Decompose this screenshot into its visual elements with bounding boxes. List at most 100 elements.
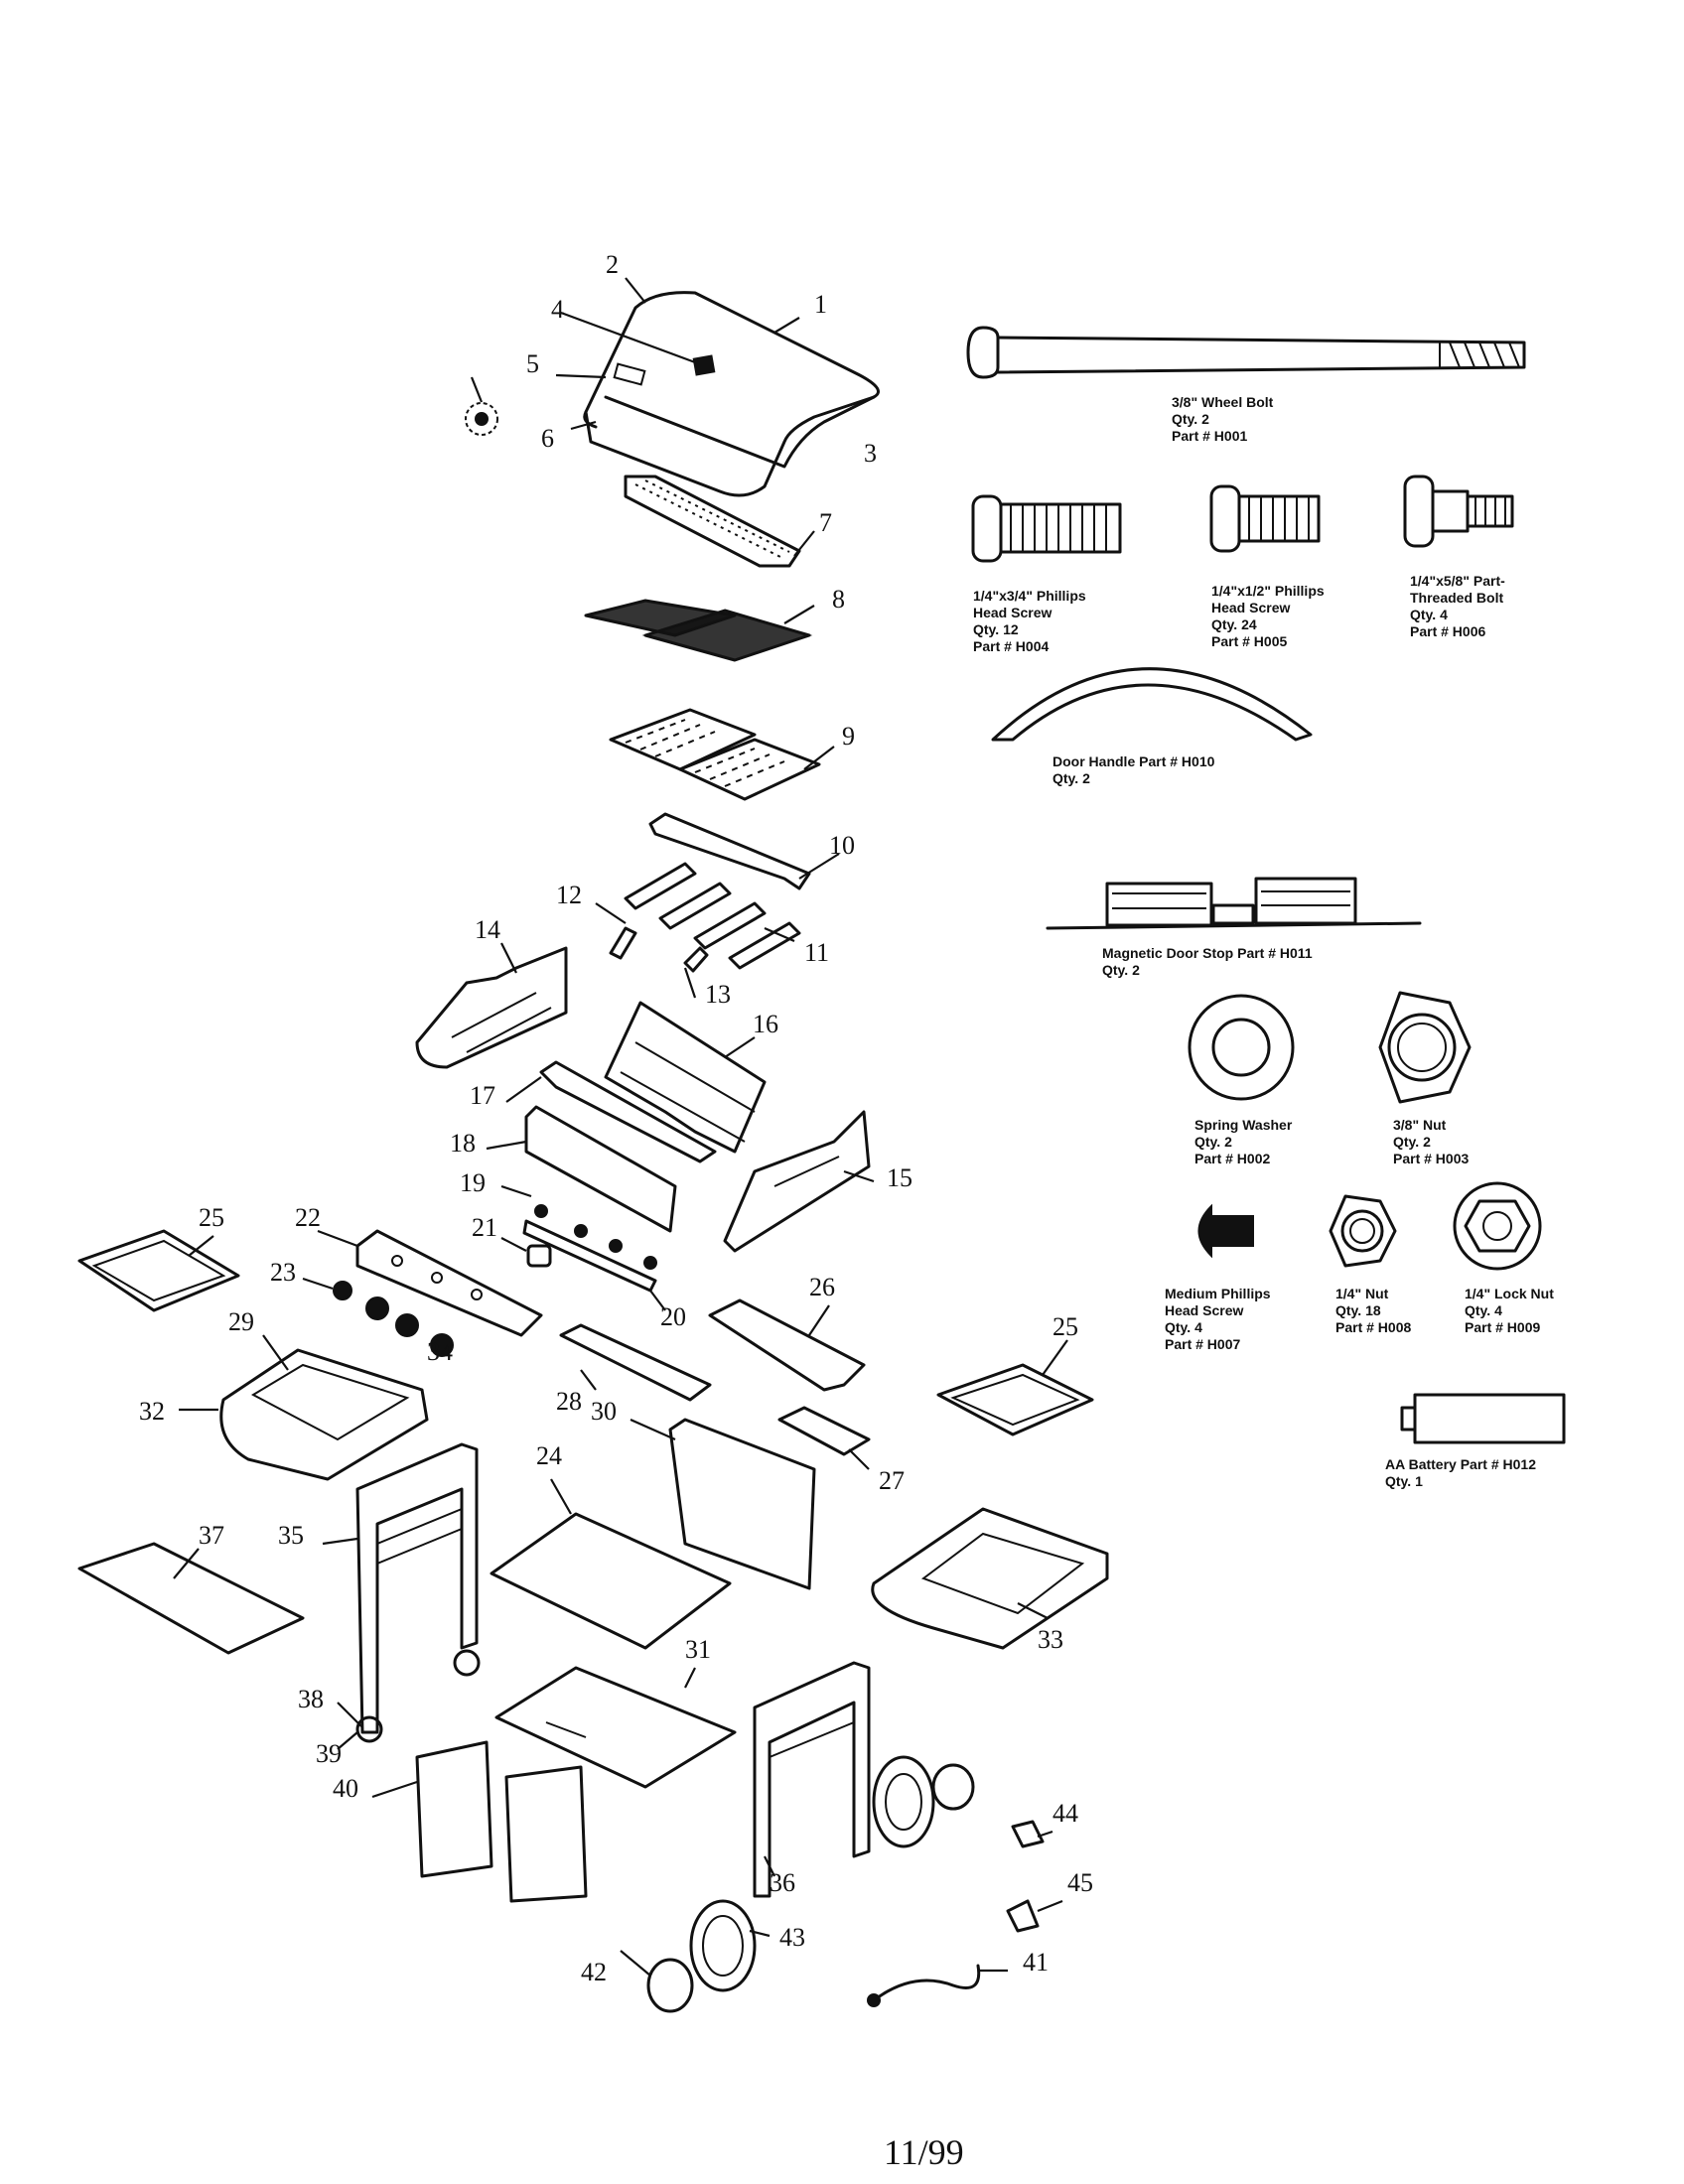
callout-6: 6 [541, 424, 554, 453]
nut-38-line: Qty. 2 [1393, 1134, 1431, 1150]
callout-23: 23 [270, 1258, 296, 1287]
phillips-12-line: Part # H005 [1211, 633, 1287, 649]
part-threaded-bolt-line: 1/4"x5/8" Part- [1410, 573, 1505, 589]
medium-screw-line: Part # H007 [1165, 1336, 1240, 1352]
caster-front [355, 1715, 383, 1743]
cooking-grids [584, 599, 813, 662]
door-handle-line: Qty. 2 [1052, 770, 1090, 786]
phillips-12-line: Head Screw [1211, 600, 1290, 615]
nut-14-line: Qty. 18 [1335, 1302, 1381, 1318]
nut-38-icon [1378, 991, 1472, 1104]
page-footer-date: 11/99 [884, 2132, 964, 2172]
callout-36: 36 [770, 1868, 795, 1897]
firebox-shield [604, 1001, 767, 1154]
spring-washer-line: Part # H002 [1194, 1151, 1270, 1166]
callout-44: 44 [1052, 1799, 1078, 1828]
burners [624, 862, 801, 970]
callout-20: 20 [660, 1302, 686, 1331]
cart-wheel [689, 1755, 935, 1992]
callout-11: 11 [804, 938, 829, 967]
tool-holder [77, 1542, 305, 1655]
phillips-12-line: 1/4"x1/2" Phillips [1211, 583, 1325, 599]
magnetic-door-stop-line: Magnetic Door Stop Part # H011 [1102, 945, 1313, 961]
callout-33: 33 [1038, 1625, 1063, 1654]
medium-screw-line: Medium Phillips [1165, 1286, 1271, 1301]
magnetic-door-stop-line: Qty. 2 [1102, 962, 1140, 978]
door-handle-icon [991, 667, 1313, 742]
callout-38: 38 [298, 1685, 324, 1713]
callout-2: 2 [606, 250, 619, 279]
left-side-shelf [219, 1348, 429, 1481]
callout-21: 21 [472, 1213, 497, 1242]
tank-bracket [1006, 1899, 1040, 1933]
callout-18: 18 [450, 1129, 476, 1158]
part-threaded-bolt-icon [1403, 475, 1514, 548]
callout-4: 4 [551, 295, 564, 324]
magnetic-door-stop-icon [1046, 877, 1422, 930]
nut-38-line: 3/8" Nut [1393, 1117, 1447, 1133]
callout-16: 16 [753, 1010, 778, 1038]
cabinet-door-right [504, 1765, 588, 1903]
spring-washer-icon [1188, 994, 1295, 1101]
spring-washer-line: Qty. 2 [1194, 1134, 1232, 1150]
heat-baffle [559, 1323, 712, 1402]
callout-30: 30 [591, 1397, 617, 1426]
valve-manifold [522, 1219, 657, 1293]
door-handle-line: Door Handle Part # H010 [1052, 753, 1215, 769]
control-plate [524, 1105, 677, 1233]
bottom-channel [539, 1060, 717, 1163]
hubcap-2 [931, 1763, 975, 1811]
callout-15: 15 [887, 1163, 912, 1192]
control-panel [355, 1229, 543, 1337]
spring-washer-line: Spring Washer [1194, 1117, 1293, 1133]
callout-34: 34 [427, 1337, 453, 1366]
nut-14-icon [1329, 1194, 1397, 1268]
callout-25: 25 [1052, 1312, 1078, 1341]
cabinet-door-left [415, 1740, 493, 1878]
hubcap [646, 1958, 694, 2013]
callout-10: 10 [829, 831, 855, 860]
right-side-shelf [871, 1507, 1109, 1650]
wheel-bolt-icon [966, 326, 1526, 379]
igniter-wire [872, 1964, 981, 2002]
right-side-panel [723, 1110, 871, 1253]
callout-26: 26 [809, 1273, 835, 1301]
wheel-bolt-line: 3/8" Wheel Bolt [1172, 394, 1274, 410]
callout-31: 31 [685, 1635, 711, 1664]
phillips-screw-34-icon [971, 494, 1122, 563]
callout-9: 9 [842, 722, 855, 751]
phillips-34-line: Head Screw [973, 605, 1052, 620]
callout-14: 14 [475, 915, 500, 944]
right-cart-frame [753, 1661, 871, 1898]
callout-12: 12 [556, 881, 582, 909]
callout-32: 32 [139, 1397, 165, 1426]
left-side-panel [415, 946, 568, 1069]
callout-40: 40 [333, 1774, 358, 1803]
part-threaded-bolt-line: Part # H006 [1410, 623, 1485, 639]
phillips-12-line: Qty. 24 [1211, 616, 1257, 632]
side-tray-left [77, 1229, 240, 1312]
callout-25: 25 [199, 1203, 224, 1232]
callout-45: 45 [1067, 1868, 1093, 1897]
side-tray-right [936, 1363, 1094, 1436]
lock-nut-icon [1453, 1181, 1542, 1271]
briquette-trays [609, 708, 821, 801]
aa-battery-icon [1400, 1393, 1566, 1444]
left-cart-frame [355, 1442, 479, 1734]
nut-38-line: Part # H003 [1393, 1151, 1469, 1166]
callout-37: 37 [199, 1521, 224, 1550]
callout-5: 5 [526, 349, 539, 378]
lid-assembly [465, 291, 880, 497]
callout-39: 39 [316, 1739, 342, 1768]
battery-line: Qty. 1 [1385, 1473, 1423, 1489]
callout-22: 22 [295, 1203, 321, 1232]
lock-nut-line: Part # H009 [1465, 1319, 1540, 1335]
